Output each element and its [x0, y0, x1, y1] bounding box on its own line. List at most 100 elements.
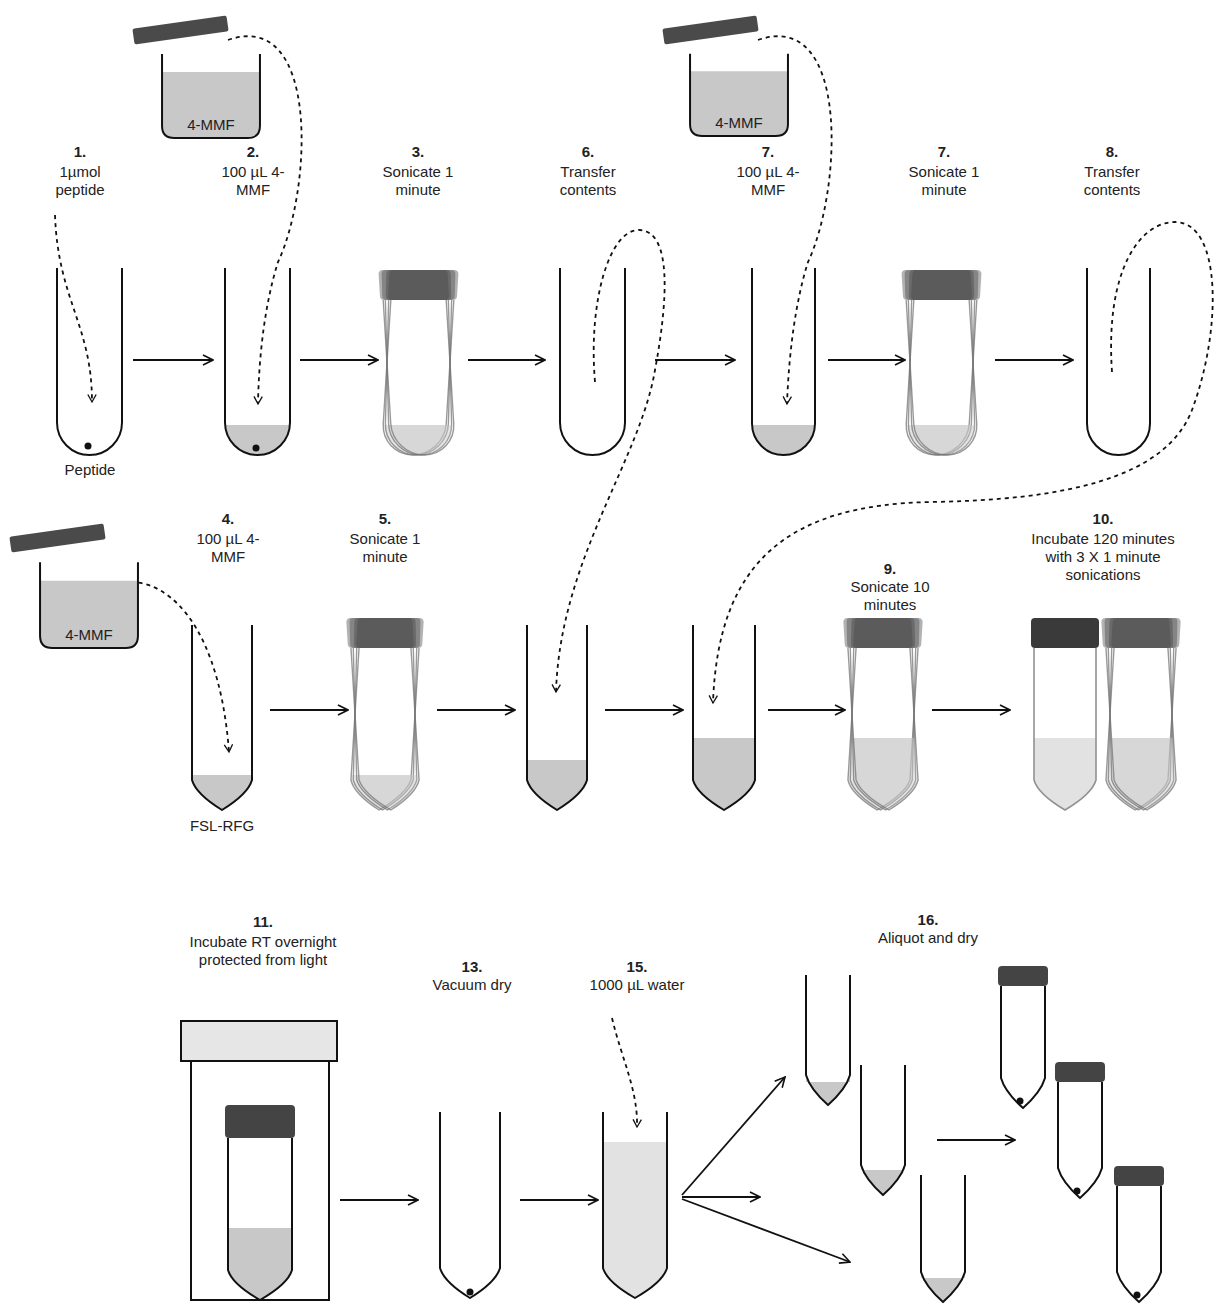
tube-drawing	[1101, 618, 1181, 810]
step-label: 100 µL 4-MMF	[193, 530, 263, 566]
tube-drawing	[861, 1065, 905, 1195]
tube-drawing	[346, 618, 424, 810]
tube-drawing	[391, 424, 456, 456]
cap-or-lid	[9, 523, 105, 552]
beaker-label: 4-MMF	[65, 626, 113, 650]
tube-drawing	[901, 270, 981, 455]
tube-drawing	[346, 618, 424, 810]
step-number: 15.	[607, 958, 667, 976]
tube-drawing	[861, 1165, 905, 1195]
tube-drawing	[752, 424, 815, 456]
step-label: Sonicate 1 minute	[378, 163, 458, 199]
tube-drawing	[603, 1142, 667, 1298]
tube-drawing	[560, 268, 625, 455]
tube-drawing	[57, 268, 122, 455]
step-number: 4.	[198, 510, 258, 528]
step-number: 11.	[233, 913, 293, 931]
step-arrow	[932, 709, 1010, 711]
tube-drawing	[1101, 618, 1181, 810]
cap-or-lid	[662, 15, 758, 44]
step-arrow	[682, 1077, 785, 1195]
step-arrow	[937, 1139, 1015, 1141]
tube-drawing	[55, 215, 92, 402]
step-label: 100 µL 4-MMF	[733, 163, 803, 199]
beaker-label: 4-MMF	[715, 114, 763, 138]
step-arrow	[468, 359, 545, 361]
step-number: 16.	[898, 911, 958, 929]
tube-drawing	[225, 423, 290, 455]
cap-or-lid	[843, 618, 913, 648]
beaker-label: 4-MMF	[187, 116, 235, 140]
tube-drawing	[1034, 738, 1096, 810]
cap-or-lid	[1114, 1166, 1164, 1186]
step-number: 5.	[355, 510, 415, 528]
tube-drawing	[351, 648, 421, 810]
step-label: 100 µL 4-MMF	[218, 163, 288, 199]
tube-drawing	[603, 1112, 667, 1298]
step-number: 1.	[50, 143, 110, 161]
step-arrow	[682, 1199, 850, 1262]
tube-drawing	[693, 625, 755, 810]
tube-drawing	[612, 1018, 637, 1127]
tube-drawing	[228, 1228, 292, 1300]
tube-drawing	[806, 1075, 850, 1105]
tube-drawing	[921, 1175, 965, 1302]
tube-drawing	[921, 1272, 965, 1302]
tube-drawing	[192, 625, 252, 810]
tube-drawing	[228, 1138, 292, 1300]
tube-drawing	[556, 230, 665, 692]
tube-drawing	[1117, 1186, 1161, 1302]
cap-or-lid	[998, 966, 1048, 986]
cap-or-lid	[1101, 618, 1171, 648]
step-label: Aliquot and dry	[858, 929, 998, 947]
tube-drawing	[1087, 268, 1150, 455]
step-label: FSL-RFG	[177, 817, 267, 835]
step-arrow	[133, 359, 213, 361]
step-label: 1000 µL water	[577, 976, 697, 994]
tube-drawing	[1034, 648, 1096, 810]
tube-drawing	[192, 775, 252, 810]
sample-dot	[253, 445, 260, 452]
step-label: 1µmol peptide	[45, 163, 115, 199]
step-arrow	[437, 709, 515, 711]
step-label: Sonicate 1 minute	[345, 530, 425, 566]
solvent-beaker: 4-MMF	[38, 548, 140, 650]
step-number: 9.	[860, 560, 920, 578]
cap-or-lid	[378, 270, 449, 300]
tube-drawing	[1001, 986, 1045, 1108]
tube-drawing	[1034, 648, 1096, 810]
solvent-beaker: 4-MMF	[160, 40, 262, 140]
tube-drawing	[440, 1112, 500, 1298]
tube-drawing	[906, 300, 978, 455]
cap-or-lid	[1031, 618, 1099, 648]
cap-or-lid	[225, 1105, 295, 1138]
tube-drawing	[713, 222, 1213, 703]
tube-drawing	[1111, 738, 1177, 810]
tube-drawing	[914, 424, 979, 456]
step-arrow	[682, 1196, 760, 1198]
tube-drawing	[843, 618, 923, 810]
step-label: Transfer contents	[549, 163, 627, 199]
tube-drawing	[806, 975, 850, 1105]
step-number: 3.	[388, 143, 448, 161]
tube-drawing	[1106, 648, 1178, 810]
tube-drawing	[378, 270, 458, 455]
sample-dot	[1017, 1098, 1024, 1105]
step-arrow	[768, 709, 845, 711]
tube-drawing	[378, 270, 458, 455]
tube-drawing	[848, 648, 920, 810]
step-arrow	[300, 359, 378, 361]
step-arrow	[995, 359, 1073, 361]
tube-drawing	[693, 738, 755, 810]
step-number: 7.	[914, 143, 974, 161]
step-number: 10.	[1073, 510, 1133, 528]
tube-drawing	[843, 618, 923, 810]
step-label: Sonicate 1 minute	[904, 163, 984, 199]
cap-or-lid	[901, 270, 972, 300]
step-label: Vacuum dry	[417, 976, 527, 994]
sample-dot	[467, 1289, 474, 1296]
step-number: 7.	[738, 143, 798, 161]
step-number: 2.	[223, 143, 283, 161]
tube-drawing	[527, 625, 587, 810]
